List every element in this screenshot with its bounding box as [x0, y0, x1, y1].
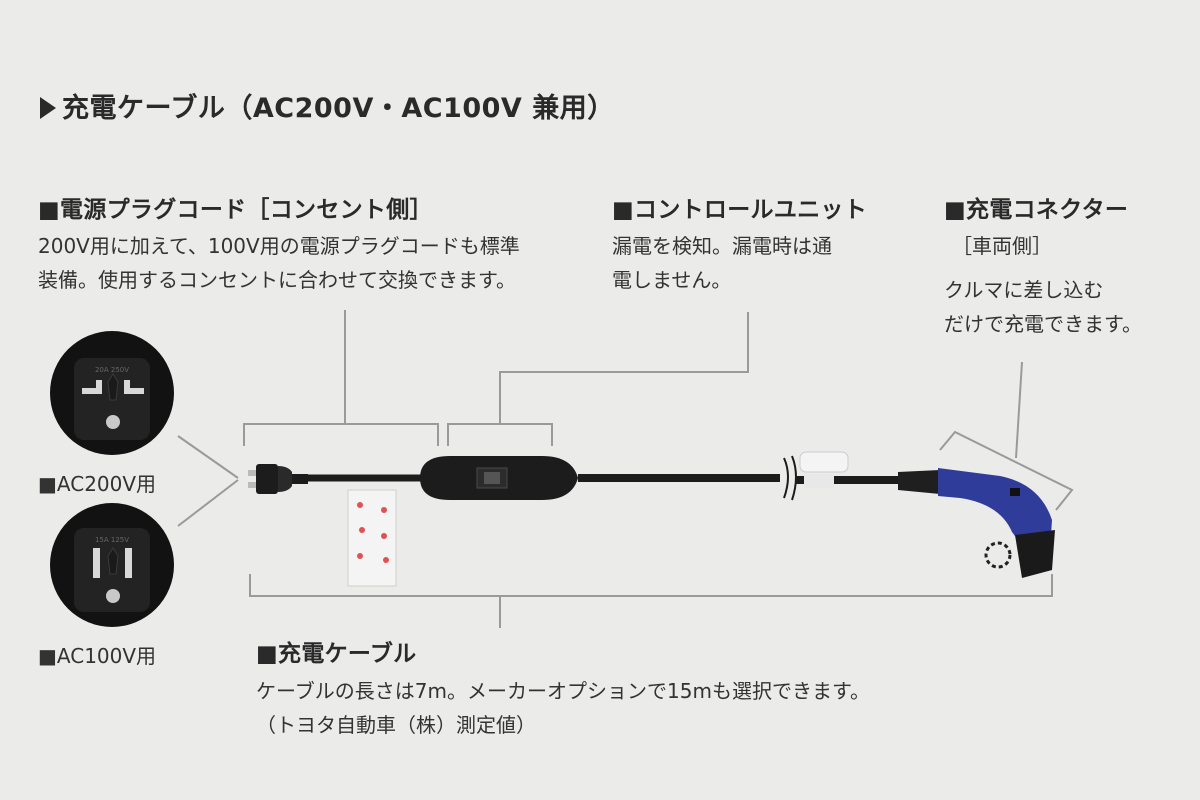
control-unit-line-2: 電しません。 — [612, 268, 732, 292]
charging-cable — [248, 451, 1055, 587]
control-unit-bracket — [447, 423, 553, 446]
cable-line-2: （トヨタ自動車（株）測定値） — [256, 713, 536, 737]
ac100-plug-image: 15A 125V — [50, 503, 174, 627]
plug-cord-description: 200V用に加えて、100V用の電源プラグコードも標準 装備。使用するコンセント… — [38, 229, 520, 297]
warning-tag-icons — [357, 502, 389, 563]
control-unit-line-1: 漏電を検知。漏電時は通 — [612, 234, 832, 258]
plug-cord-line-2: 装備。使用するコンセントに合わせて交換できます。 — [38, 268, 516, 292]
connector-leader — [1015, 361, 1023, 459]
cable-line-1: ケーブルの長さは7m。メーカーオプションで15mも選択できます。 — [256, 679, 870, 703]
cable-description: ケーブルの長さは7m。メーカーオプションで15mも選択できます。 （トヨタ自動車… — [256, 674, 870, 742]
ac200-pointer — [177, 435, 239, 479]
cable-heading: ■充電ケーブル — [256, 641, 417, 667]
control-unit-description: 漏電を検知。漏電時は通 電しません。 — [612, 229, 832, 297]
connector-description: クルマに差し込む だけで充電できます。 — [944, 273, 1142, 341]
connector-bracket — [939, 430, 1074, 511]
cable-bracket — [249, 574, 1053, 597]
triangle-bullet-icon — [40, 97, 56, 119]
leader-lines — [177, 310, 1074, 628]
ac200-label: ■AC200V用 — [38, 472, 157, 496]
connector-line-2: だけで充電できます。 — [944, 312, 1142, 336]
connector-heading: ■充電コネクター — [944, 197, 1129, 223]
connector-line-1: クルマに差し込む — [944, 278, 1104, 302]
control-unit-leader — [499, 312, 749, 424]
plug-cord-line-1: 200V用に加えて、100V用の電源プラグコードも標準 — [38, 234, 520, 258]
ac100-pointer — [177, 479, 239, 527]
plug-cord-bracket — [243, 423, 439, 446]
plug-cord-heading: ■電源プラグコード［コンセント側］ — [38, 197, 433, 223]
ac200-plug-image: 20A 250V — [50, 331, 174, 455]
page-title: 充電ケーブル（AC200V・AC100V 兼用） — [40, 86, 615, 125]
ac100-label: ■AC100V用 — [38, 644, 157, 668]
ac200-rating: 20A 250V — [95, 366, 129, 374]
connector-side-label: ［車両側］ — [952, 234, 1052, 258]
control-unit-heading: ■コントロールユニット — [612, 197, 868, 223]
ac100-rating: 15A 125V — [95, 536, 129, 544]
